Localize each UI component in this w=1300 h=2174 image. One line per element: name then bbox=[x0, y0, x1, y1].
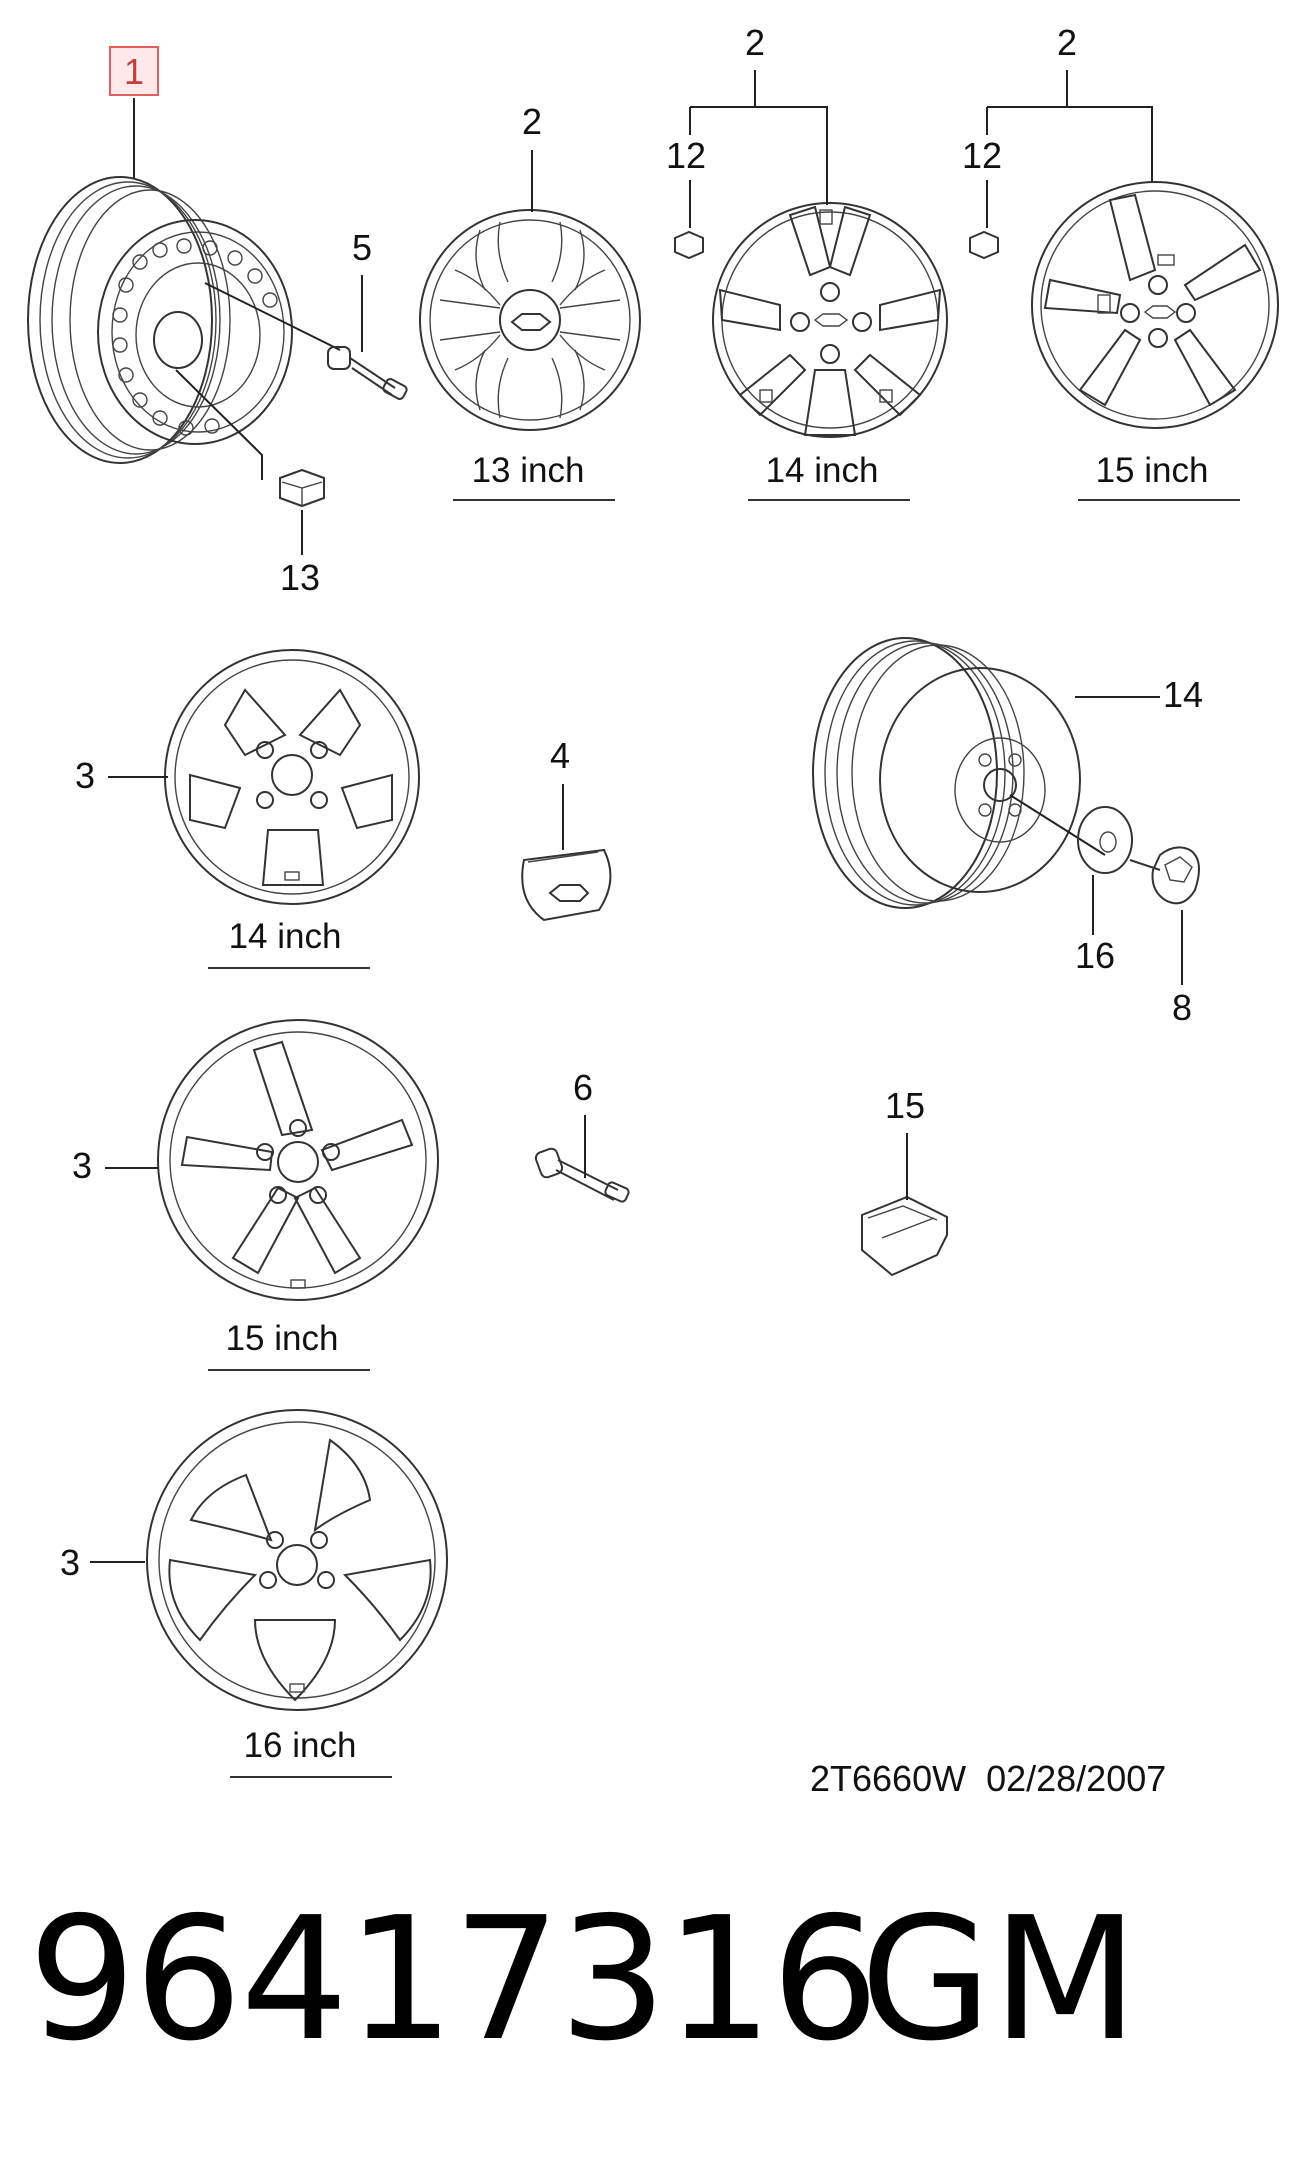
cover-nut-12-drawing bbox=[969, 230, 999, 260]
brand-label: GM bbox=[860, 1881, 1139, 2079]
alloy-wheel-16-drawing bbox=[146, 1409, 448, 1711]
part-number: 96417316 bbox=[28, 1881, 879, 2079]
callout-3-alloy14: 3 bbox=[75, 755, 95, 796]
size-label-hubcap-13: 13 inch bbox=[472, 451, 585, 490]
callout-3-alloy15: 3 bbox=[72, 1145, 92, 1186]
callout-2-hubcap: 2 bbox=[522, 101, 542, 142]
size-label-cover-15: 15 inch bbox=[1096, 451, 1209, 490]
callout-12-cover14: 12 bbox=[666, 135, 706, 176]
callout-14: 14 bbox=[1163, 674, 1203, 715]
size-label-alloy-16: 16 inch bbox=[244, 1726, 357, 1765]
callout-5: 5 bbox=[352, 227, 372, 268]
size-label-alloy-14: 14 inch bbox=[229, 917, 342, 956]
callout-16: 16 bbox=[1075, 935, 1115, 976]
callout-6: 6 bbox=[573, 1067, 593, 1108]
callout-2-cover14: 2 bbox=[745, 22, 765, 63]
valve-6-drawing bbox=[534, 1147, 630, 1203]
highlight-box bbox=[109, 46, 159, 96]
alloy-wheel-15-drawing bbox=[157, 1019, 439, 1301]
size-label-alloy-15: 15 inch bbox=[226, 1319, 339, 1358]
lug-nut-13-drawing bbox=[175, 369, 325, 508]
callout-1: 1 bbox=[124, 51, 144, 92]
size-label-cover-14: 14 inch bbox=[766, 451, 879, 490]
callout-13: 13 bbox=[280, 557, 320, 598]
callout-8: 8 bbox=[1172, 987, 1192, 1028]
valve-stem-5-drawing bbox=[204, 282, 408, 400]
balance-weight-15-drawing bbox=[861, 1195, 948, 1277]
spare-wheel-drawing bbox=[812, 637, 1200, 909]
callout-3-alloy16: 3 bbox=[60, 1542, 80, 1583]
document-reference: 2T6660W 02/28/2007 bbox=[810, 1758, 1167, 1799]
callout-2-cover15: 2 bbox=[1057, 22, 1077, 63]
wheel-cover-15-drawing bbox=[1031, 181, 1279, 429]
steel-wheel-drawing bbox=[27, 176, 293, 464]
center-cap-4-drawing bbox=[521, 848, 612, 922]
hubcap-13-drawing bbox=[419, 209, 641, 431]
alloy-wheel-14-drawing bbox=[164, 649, 420, 905]
callout-15: 15 bbox=[885, 1085, 925, 1126]
wheel-cover-14-drawing bbox=[712, 202, 948, 438]
callout-12-cover15: 12 bbox=[962, 135, 1002, 176]
callout-4: 4 bbox=[550, 735, 570, 776]
cover-nut-12-drawing bbox=[674, 230, 704, 260]
